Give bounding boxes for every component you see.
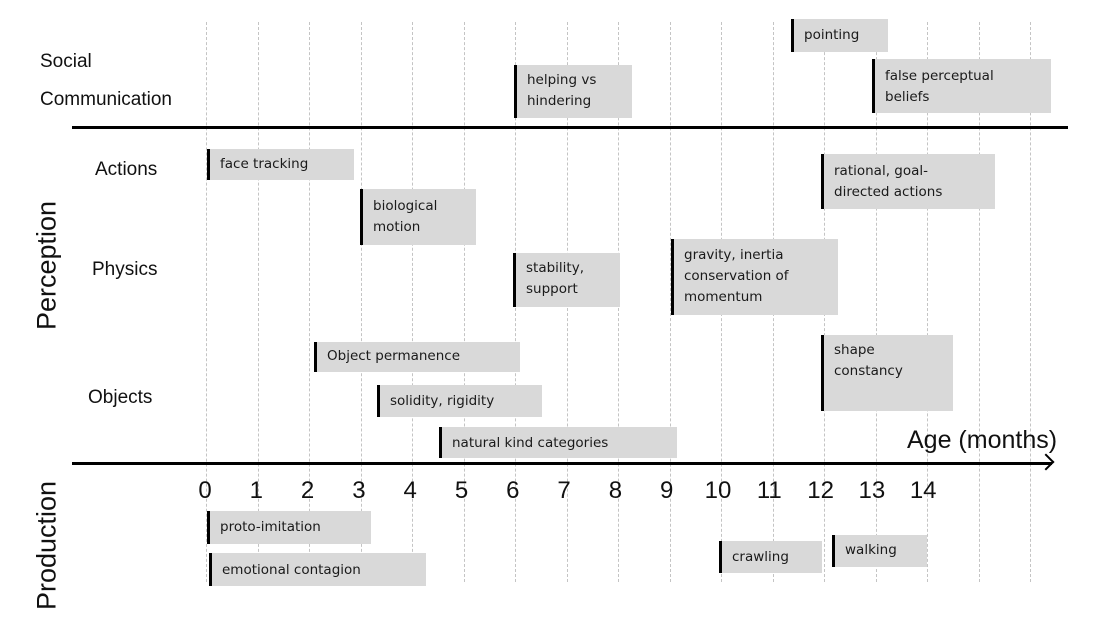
item-label: crawling <box>732 549 789 565</box>
item-emotional-contagion: emotional contagion <box>209 553 426 586</box>
tick-label: 7 <box>557 477 571 504</box>
row-label-objects: Objects <box>88 387 153 408</box>
age-axis <box>72 462 1052 465</box>
section-label-perception: Perception <box>31 200 62 331</box>
section-label-production: Production <box>31 480 62 611</box>
tick-label: 5 <box>454 477 469 504</box>
gridline <box>978 22 980 582</box>
row-label-physics: Physics <box>92 259 158 280</box>
gridline <box>1030 22 1031 582</box>
item-label: natural kind categories <box>452 435 609 451</box>
item-proto-imitation: proto-imitation <box>207 511 371 544</box>
item-label: biological motion <box>373 198 438 235</box>
item-label: false perceptual beliefs <box>885 68 994 105</box>
gridline <box>360 22 362 582</box>
item-label: solidity, rigidity <box>390 393 495 409</box>
section-divider <box>72 126 1068 129</box>
gridline <box>412 22 413 582</box>
tick-label: 9 <box>660 477 674 504</box>
item-rational-goal-directed-actions: rational, goal- directed actions <box>821 154 995 209</box>
item-natural-kind-categories: natural kind categories <box>439 427 677 458</box>
tick-label: 6 <box>506 477 520 504</box>
tick-label: 3 <box>352 477 366 504</box>
tick-label: 8 <box>608 477 623 504</box>
item-label: face tracking <box>220 156 309 172</box>
item-walking: walking <box>832 535 927 567</box>
section-label-communication: Communication <box>40 89 172 110</box>
gridline <box>309 22 310 582</box>
item-label: emotional contagion <box>222 562 361 578</box>
gridline <box>206 22 207 582</box>
tick-label: 10 <box>704 477 732 504</box>
item-label: pointing <box>804 27 860 43</box>
item-pointing: pointing <box>791 19 888 52</box>
tick-label: 12 <box>807 477 834 504</box>
item-label: stability, support <box>526 260 584 297</box>
item-label: walking <box>845 542 897 558</box>
gridline <box>463 22 465 582</box>
item-solidity-rigidity: solidity, rigidity <box>377 385 542 417</box>
tick-label: 4 <box>403 477 417 504</box>
gridline <box>927 22 928 582</box>
item-false-perceptual-beliefs: false perceptual beliefs <box>872 59 1051 113</box>
item-shape-constancy: shape constancy <box>821 335 953 411</box>
item-label: rational, goal- directed actions <box>834 163 943 200</box>
item-label: proto-imitation <box>220 519 321 535</box>
item-label: Object permanence <box>327 348 461 364</box>
tick-label: 14 <box>909 477 937 504</box>
item-object-permanence: Object permanence <box>314 342 520 372</box>
item-stability-support: stability, support <box>513 253 620 307</box>
gridline <box>669 22 671 582</box>
item-face-tracking: face tracking <box>207 149 354 180</box>
tick-label: 0 <box>198 477 212 504</box>
item-label: helping vs hindering <box>527 72 597 109</box>
item-gravity-inertia: gravity, inertia conservation of momentu… <box>671 239 838 315</box>
tick-label: 1 <box>249 477 263 504</box>
item-label: gravity, inertia conservation of momentu… <box>684 247 789 305</box>
row-label-actions: Actions <box>95 159 158 180</box>
item-helping-vs-hindering: helping vs hindering <box>514 65 632 118</box>
item-crawling: crawling <box>719 541 822 573</box>
tick-label: 13 <box>858 477 886 504</box>
tick-label: 2 <box>300 477 315 504</box>
section-label-social: Social <box>40 51 92 72</box>
tick-label: 11 <box>756 477 782 504</box>
item-label: shape constancy <box>834 342 903 379</box>
item-biological-motion: biological motion <box>360 189 476 245</box>
axis-arrow-icon <box>1037 453 1055 471</box>
gridline <box>875 22 877 582</box>
gridline <box>257 22 259 582</box>
axis-title: Age (months) <box>907 426 1058 454</box>
